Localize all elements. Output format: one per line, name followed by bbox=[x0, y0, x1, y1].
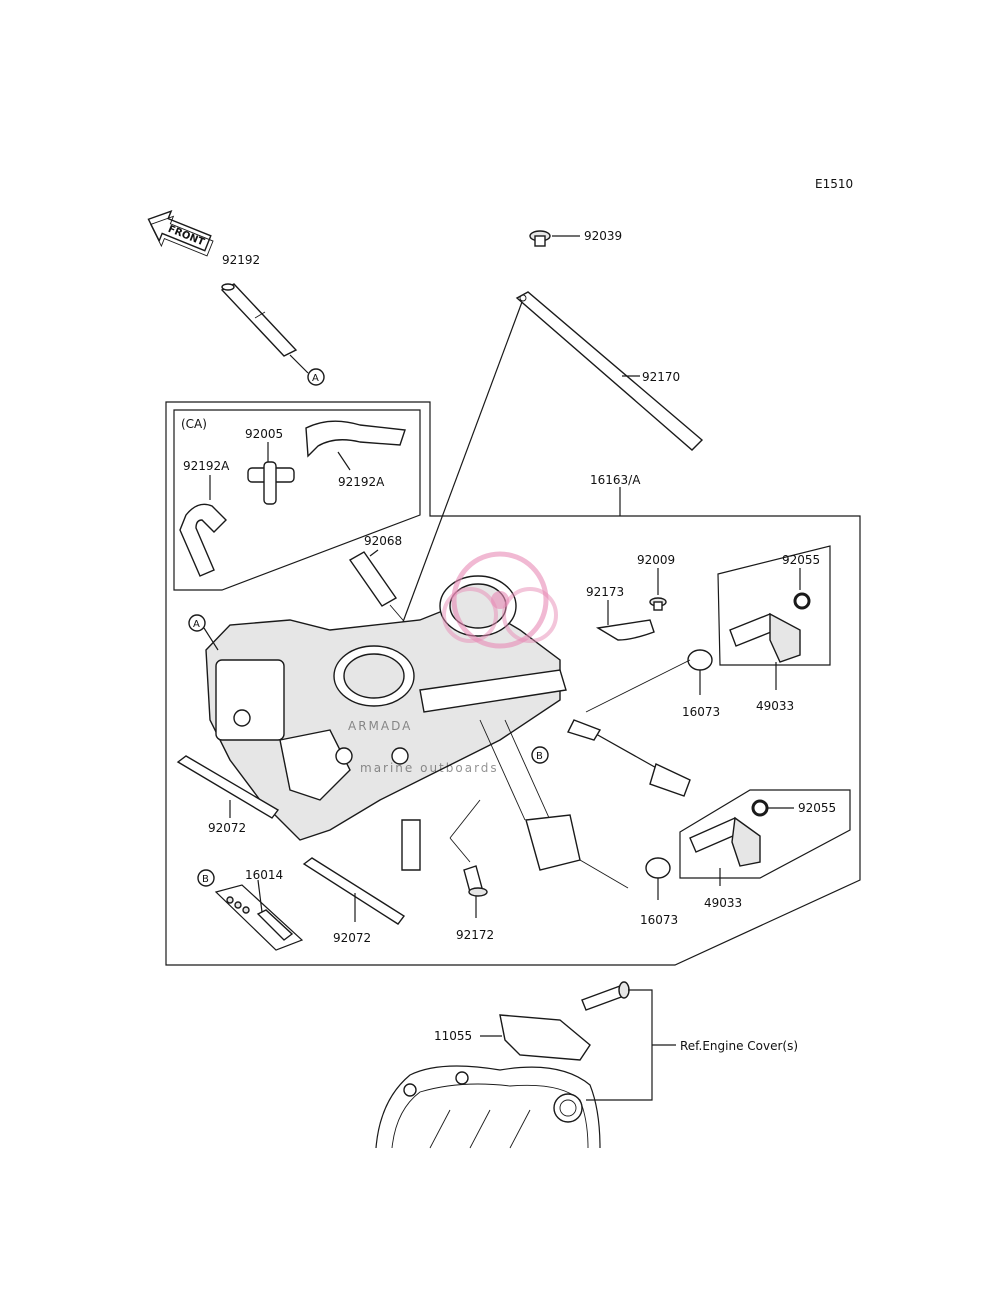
callout-a-top-label: A bbox=[312, 373, 319, 384]
part-92055-top-oring bbox=[793, 592, 811, 610]
callout-b-body bbox=[531, 746, 549, 764]
part-bolt-engine-cover bbox=[581, 981, 630, 1011]
throttle-body-assembly bbox=[205, 575, 581, 871]
callout-a-top bbox=[307, 368, 325, 386]
kit-box-16014 bbox=[214, 884, 304, 951]
part-92170-strap bbox=[515, 291, 704, 451]
callout-b-body-label: B bbox=[536, 751, 543, 762]
label-92172: 92172 bbox=[456, 928, 494, 942]
label-92055-bottom: 92055 bbox=[798, 801, 836, 815]
callout-b-kit-label: B bbox=[202, 874, 209, 885]
label-16073-top: 16073 bbox=[682, 705, 720, 719]
engine-cover-outline bbox=[375, 1065, 601, 1149]
label-11055: 11055 bbox=[434, 1029, 472, 1043]
injector-box-bottom bbox=[679, 789, 851, 879]
sensor-shaft bbox=[567, 719, 691, 797]
diagram-code: E1510 bbox=[815, 177, 853, 191]
part-49033-top-injector bbox=[729, 612, 801, 663]
label-ref-engine-cover: Ref.Engine Cover(s) bbox=[680, 1039, 798, 1053]
label-92072-left: 92072 bbox=[208, 821, 246, 835]
part-92068-sleeve bbox=[348, 551, 398, 607]
part-16073-top-washer bbox=[687, 649, 713, 671]
part-92192a-left-hose bbox=[179, 503, 227, 577]
part-92172-screw bbox=[463, 865, 488, 897]
label-92170: 92170 bbox=[642, 370, 680, 384]
label-92192a-right: 92192A bbox=[338, 475, 385, 489]
ca-group-box bbox=[173, 409, 421, 591]
label-16014: 16014 bbox=[245, 868, 283, 882]
injector-box-top bbox=[717, 545, 831, 666]
label-92039: 92039 bbox=[584, 229, 622, 243]
part-92005-t-joint bbox=[247, 461, 295, 505]
part-16014-screw-kit bbox=[226, 896, 294, 941]
watermark: ARMADA marine outboards bbox=[348, 551, 558, 775]
label-16073-bottom: 16073 bbox=[640, 913, 678, 927]
label-92173: 92173 bbox=[586, 585, 624, 599]
watermark-tagline: marine outboards bbox=[360, 761, 499, 775]
part-16073-bottom-washer bbox=[645, 857, 671, 879]
group-ca-label: (CA) bbox=[181, 417, 207, 431]
label-16163: 16163/A bbox=[590, 473, 641, 487]
label-92068: 92068 bbox=[364, 534, 402, 548]
label-92005: 92005 bbox=[245, 427, 283, 441]
part-92009-screw bbox=[649, 597, 667, 611]
callout-a-body-label: A bbox=[193, 619, 200, 630]
part-49033-bottom-injector bbox=[689, 816, 761, 867]
part-11055-bracket bbox=[499, 1014, 591, 1061]
part-92173-clip bbox=[595, 619, 655, 641]
part-92055-bottom-oring bbox=[751, 799, 769, 817]
main-group-box bbox=[165, 401, 861, 966]
callout-b-kit bbox=[197, 869, 215, 887]
label-92072-bottom: 92072 bbox=[333, 931, 371, 945]
callout-a-body bbox=[188, 614, 206, 632]
part-92192a-right-hose bbox=[305, 420, 406, 458]
part-92192-hose bbox=[220, 283, 298, 357]
part-92039-bolt bbox=[529, 230, 551, 247]
watermark-logo-icon bbox=[442, 551, 558, 649]
part-92072-bottom-tie bbox=[302, 857, 406, 925]
label-92009: 92009 bbox=[637, 553, 675, 567]
front-arrow-icon: FRONT bbox=[147, 209, 214, 257]
part-92072-left-tie bbox=[176, 755, 280, 819]
label-92192a-left: 92192A bbox=[183, 459, 230, 473]
label-92192: 92192 bbox=[222, 253, 260, 267]
label-49033-top: 49033 bbox=[756, 699, 794, 713]
watermark-brand: ARMADA bbox=[348, 719, 412, 733]
label-92055-top: 92055 bbox=[782, 553, 820, 567]
label-49033-bottom: 49033 bbox=[704, 896, 742, 910]
